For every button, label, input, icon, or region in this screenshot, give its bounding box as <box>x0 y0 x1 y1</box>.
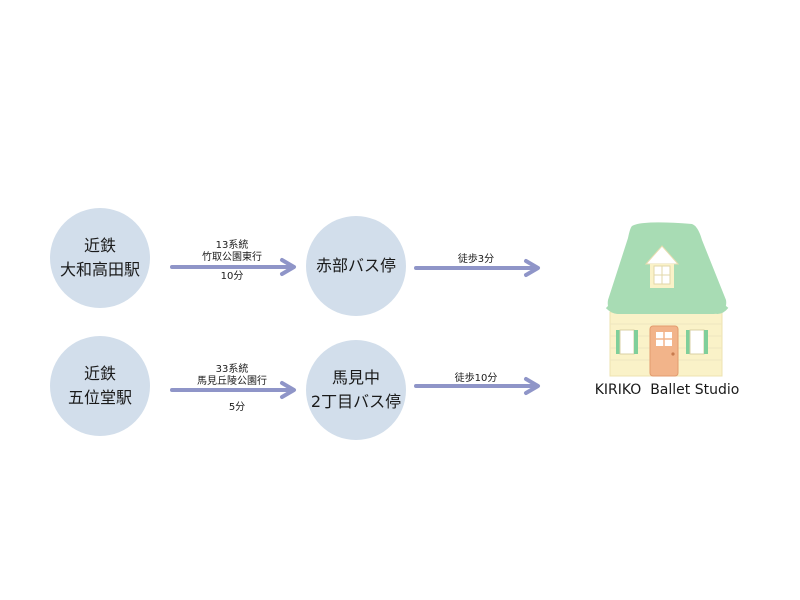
bus-time-label: 5分 <box>228 402 246 413</box>
house-dormer-window <box>644 245 680 288</box>
walk-arrow <box>414 259 540 277</box>
house-door <box>649 325 679 377</box>
house-window-right <box>686 329 708 355</box>
bus-stop-line1: 馬見中 <box>331 368 380 387</box>
bus-route-number: 33系統 <box>215 364 249 375</box>
house-icon <box>605 222 729 377</box>
destination-name: KIRIKO Ballet Studio <box>594 382 740 398</box>
bus-arrow <box>170 381 296 399</box>
bus-time-label: 10分 <box>220 271 244 282</box>
origin-station-line1: 近鉄 <box>83 364 116 383</box>
origin-station-line1: 近鉄 <box>83 236 116 255</box>
walk-label: 徒歩10分 <box>454 373 498 384</box>
walk-arrow <box>414 377 540 395</box>
bus-stop-node: 馬見中 2丁目バス停 <box>306 340 406 440</box>
walk-label: 徒歩3分 <box>457 254 495 265</box>
bus-stop-line1: 赤部バス停 <box>315 256 396 275</box>
bus-route-number: 13系統 <box>215 240 249 251</box>
origin-station-node: 近鉄 五位堂駅 <box>50 336 150 436</box>
bus-route-destination: 竹取公園東行 <box>202 252 262 263</box>
origin-station-node: 近鉄 大和高田駅 <box>50 208 150 308</box>
origin-station-line2: 大和高田駅 <box>59 260 140 279</box>
bus-stop-node: 赤部バス停 <box>306 216 406 316</box>
bus-arrow <box>170 258 296 276</box>
bus-route-label: 13系統 竹取公園東行 <box>182 240 282 264</box>
bus-route-label: 33系統 馬見丘陵公園行 <box>182 364 282 388</box>
bus-route-destination: 馬見丘陵公園行 <box>197 376 267 387</box>
bus-stop-line2: 2丁目バス停 <box>310 392 402 411</box>
origin-station-line2: 五位堂駅 <box>67 388 132 407</box>
house-window-left <box>616 329 638 355</box>
